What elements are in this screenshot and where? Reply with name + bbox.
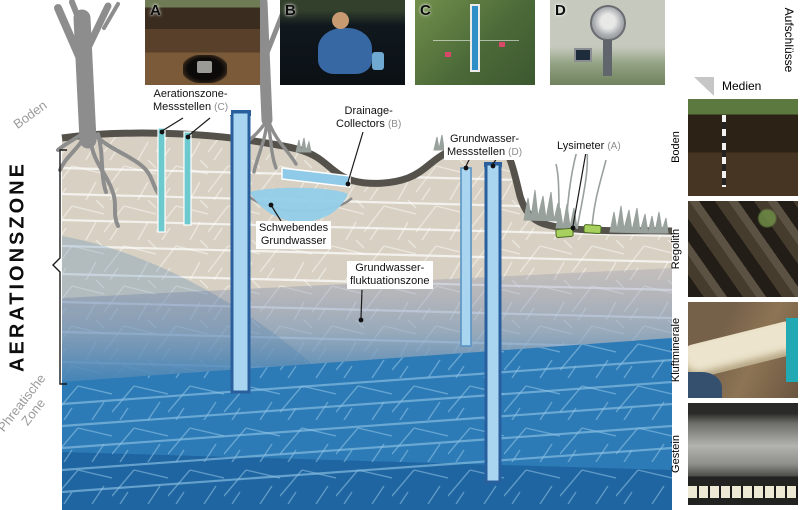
medien-title: Medien	[722, 79, 762, 93]
photo-d-letter: D	[555, 2, 566, 19]
label-line: Schwebendes	[259, 222, 329, 234]
aerationszone-title: AERATIONSZONE	[6, 161, 29, 372]
photo-c-hillslope-well: C	[415, 0, 535, 85]
photo-a-soil-profile: A	[145, 0, 260, 85]
label-line: Collectors (B)	[336, 118, 401, 131]
label-line: fluktuationszone	[350, 275, 430, 288]
aufschluesse-title: Aufschlüsse	[782, 7, 796, 73]
buried-sensor	[197, 61, 212, 73]
blue-glove	[786, 318, 798, 382]
photo-b-drainage-collector-site: B	[280, 0, 405, 85]
label-line: Grundwasser	[260, 235, 327, 248]
photo-c-letter: C	[420, 2, 431, 19]
label-text: Messstellen	[447, 146, 506, 159]
deep-well	[230, 110, 251, 394]
media-label-regolith: Regolith	[670, 228, 682, 270]
label-lysimeter: Lysimeter (A)	[554, 139, 624, 155]
marker-flag	[445, 52, 451, 57]
aeration-well-2	[183, 131, 192, 226]
researcher-figure	[318, 28, 372, 74]
media-label-kluftminerale: Kluftminerale	[670, 317, 682, 383]
fracture-mineral-coating	[688, 317, 798, 381]
label-text: Collectors	[336, 118, 385, 131]
label-line: Messstellen (C)	[153, 101, 228, 114]
media-photo-regolith	[688, 201, 798, 297]
groundwater-well-deep	[484, 162, 502, 484]
tree-roots	[56, 132, 164, 228]
label-text: Messstellen	[153, 101, 212, 114]
aeration-zone-bracket	[52, 149, 67, 385]
media-photo-kluftminerale	[688, 302, 798, 398]
photo-a-letter: A	[150, 2, 161, 19]
label-text: Lysimeter	[557, 140, 605, 152]
label-line: Grundwasser-	[355, 262, 425, 274]
grass-silhouettes	[295, 134, 669, 234]
label-drainage-collectors: Drainage- Collectors (B)	[333, 104, 405, 133]
label-ref: (C)	[214, 102, 229, 114]
reed-silhouettes	[555, 143, 607, 230]
label-ref: (B)	[387, 119, 402, 131]
media-photo-boden	[688, 99, 798, 196]
leader-dots	[159, 129, 576, 323]
label-line: Aerationszone-	[153, 88, 228, 100]
lysimeter-dial	[590, 5, 626, 41]
core-ruler	[688, 486, 798, 498]
photo-b-letter: B	[285, 2, 296, 19]
sample-bottle	[372, 52, 384, 70]
lysimeter-devices	[555, 224, 602, 239]
media-photo-gestein	[688, 403, 798, 505]
label-line: Drainage-	[344, 105, 393, 117]
measurement-tube	[470, 4, 480, 72]
aeration-well-1	[157, 127, 166, 233]
medien-arrow	[694, 77, 714, 96]
label-line: Grundwasser-	[449, 133, 520, 145]
data-logger-screen	[574, 48, 592, 62]
shadow-corner	[688, 372, 722, 398]
monitoring-wells	[157, 110, 602, 484]
label-aerationszone-messstellen: Aerationszone- Messstellen (C)	[150, 87, 232, 116]
label-ref: (A)	[607, 141, 621, 152]
drainage-collector-pipe	[281, 167, 351, 188]
label-grundwasserfluktuationszone: Grundwasser- fluktuationszone	[347, 261, 433, 290]
label-grundwasser-messstellen: Grundwasser- Messstellen (D)	[444, 132, 526, 161]
groundwater-well-shallow	[460, 167, 472, 347]
perched-groundwater-lens	[250, 187, 348, 222]
media-label-boden: Boden	[670, 131, 682, 163]
label-schwebendes-grundwasser: Schwebendes Grundwasser	[256, 221, 332, 250]
media-label-gestein: Gestein	[670, 435, 682, 473]
marker-flag	[499, 42, 505, 47]
researcher-head	[332, 12, 349, 29]
groundwater-fluctuation-zone	[62, 268, 672, 384]
label-ref: (D)	[508, 147, 523, 159]
soil-ruler	[722, 115, 726, 187]
photo-d-lysimeter-station: D	[550, 0, 665, 85]
label-line: Messstellen (D)	[447, 146, 522, 159]
station-post	[603, 40, 612, 76]
